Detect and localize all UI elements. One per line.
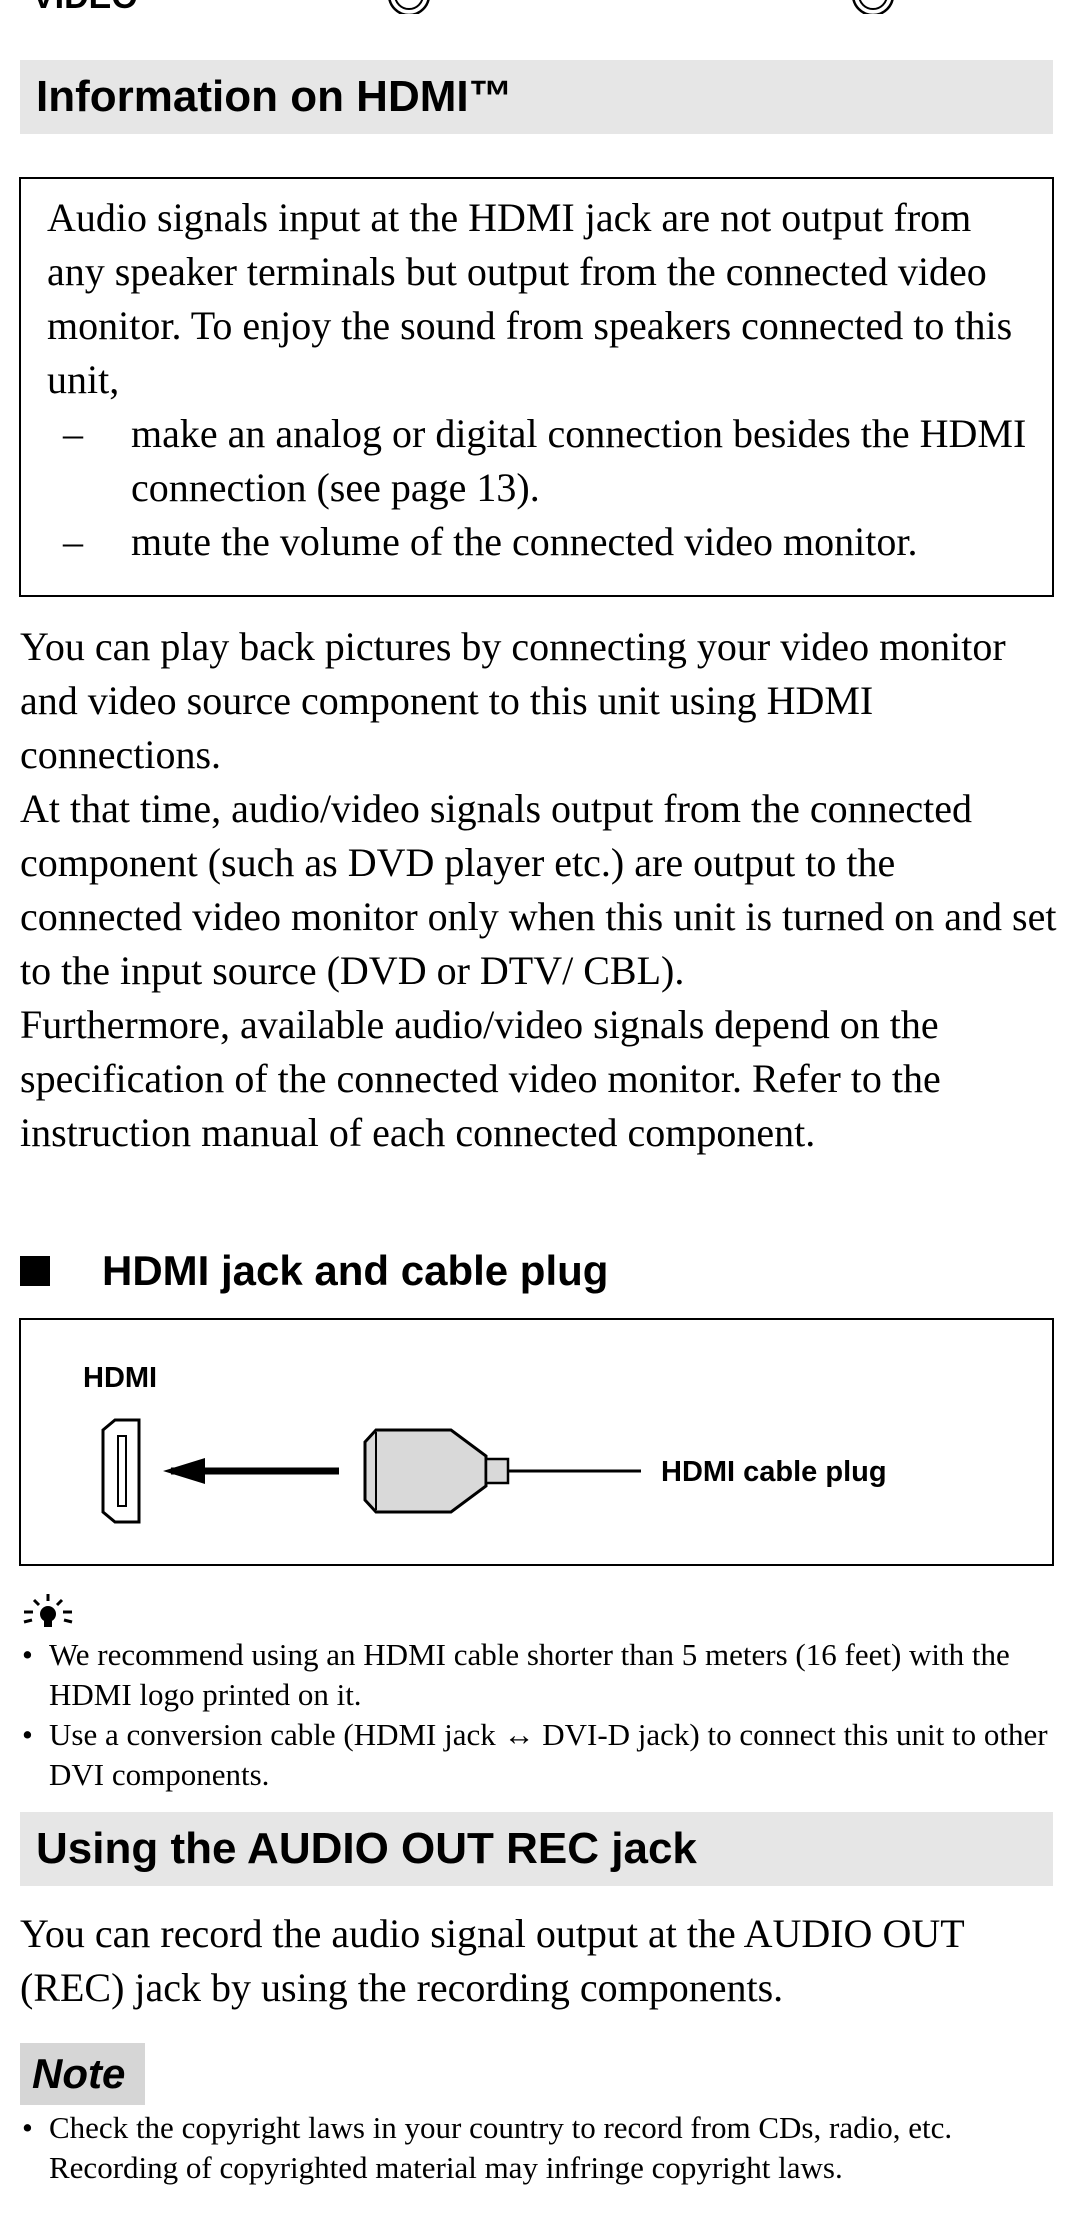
notice-item: mute the volume of the connected video m…: [63, 515, 1032, 569]
section-title-hdmi-info: Information on HDMI™: [20, 60, 1053, 134]
hdmi-plug-icon: [363, 1428, 641, 1514]
jack-circle-icon: [852, 0, 894, 14]
tip-item: We recommend using an HDMI cable shorter…: [20, 1635, 1065, 1715]
paragraph: At that time, audio/video signals output…: [20, 786, 1057, 993]
paragraph: You can record the audio signal output a…: [20, 1911, 964, 2010]
tips-list: We recommend using an HDMI cable shorter…: [20, 1635, 1065, 1795]
jack-circle-icon: [388, 0, 430, 14]
audio-out-body: You can record the audio signal output a…: [20, 1907, 1065, 2015]
subsection-title-jack-plug: HDMI jack and cable plug: [20, 1242, 608, 1300]
top-cutoff-text: VIDEO: [32, 0, 138, 14]
hdmi-jack-plug-diagram: HDMI HDMI cable plug: [19, 1318, 1054, 1566]
note-list: Check the copyright laws in your country…: [20, 2108, 1065, 2188]
jack-label: HDMI: [83, 1362, 158, 1394]
notice-intro: Audio signals input at the HDMI jack are…: [47, 195, 1013, 402]
note-item: Check the copyright laws in your country…: [20, 2108, 1065, 2188]
paragraph: Furthermore, available audio/video signa…: [20, 1002, 941, 1155]
hdmi-info-body: You can play back pictures by connecting…: [20, 620, 1065, 1160]
square-bullet-icon: [20, 1255, 50, 1286]
tip-item: Use a conversion cable (HDMI jack ↔ DVI-…: [20, 1715, 1065, 1795]
section-title-audio-out: Using the AUDIO OUT REC jack: [20, 1812, 1053, 1886]
arrow-left-icon: [163, 1458, 339, 1484]
plug-label: HDMI cable plug: [661, 1456, 887, 1488]
top-cutoff-fragment: VIDEO: [0, 0, 1080, 14]
paragraph: You can play back pictures by connecting…: [20, 624, 1006, 777]
hdmi-jack-icon: [101, 1418, 141, 1524]
subsection-title-text: HDMI jack and cable plug: [102, 1247, 609, 1294]
notice-list: make an analog or digital connection bes…: [47, 407, 1032, 569]
note-label: Note: [20, 2043, 145, 2105]
lightbulb-tip-icon: [23, 1594, 73, 1627]
jack-plug-illustration: [101, 1418, 641, 1524]
notice-item: make an analog or digital connection bes…: [63, 407, 1032, 515]
hdmi-audio-notice-box: Audio signals input at the HDMI jack are…: [19, 177, 1054, 597]
